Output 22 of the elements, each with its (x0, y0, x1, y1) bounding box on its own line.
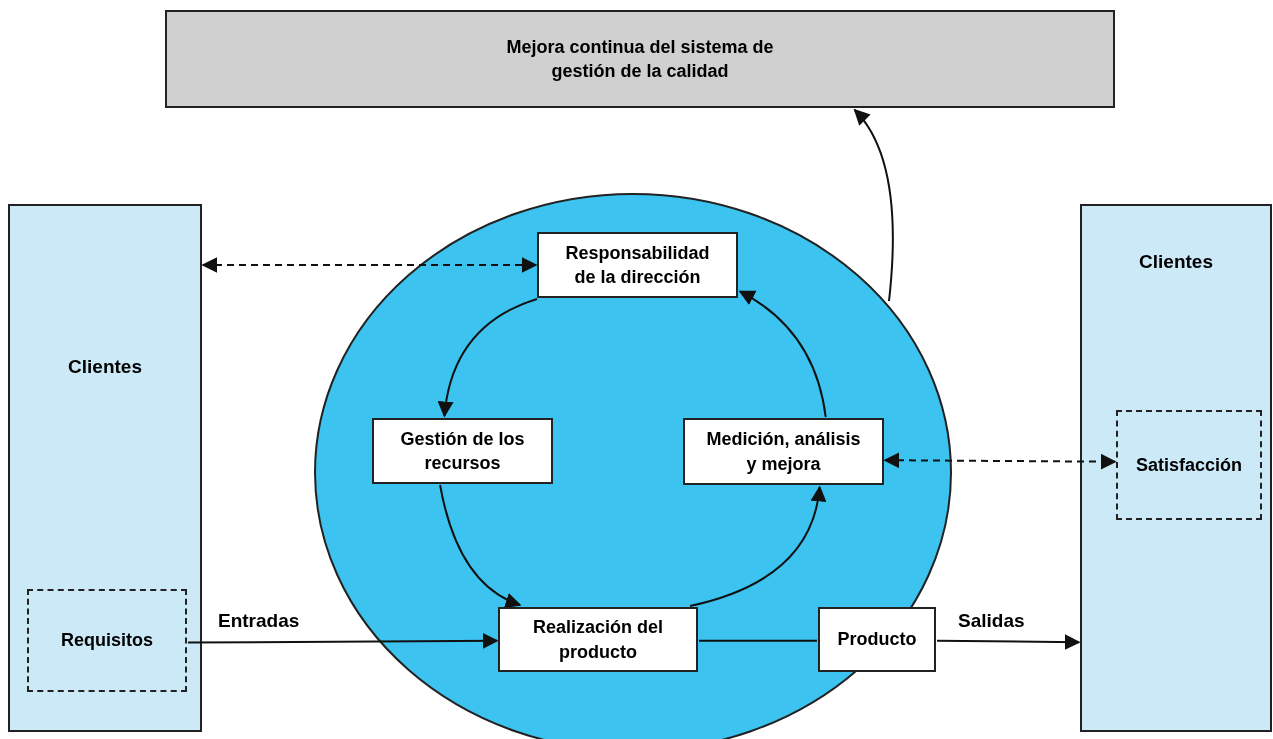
edge-label: Salidas (958, 610, 1025, 632)
panel-title: Clientes (1138, 251, 1214, 273)
arrow (738, 290, 827, 418)
arrow (438, 298, 538, 418)
dashed-box: Requisitos (27, 589, 187, 692)
arrow (689, 485, 826, 607)
side-panel (1080, 204, 1272, 732)
arrow (439, 484, 522, 608)
edge-label: Entradas (218, 610, 300, 632)
heading-banner: Mejora continua del sistema de gestión de la calidad (165, 10, 1115, 108)
process-box: Gestión de los recursos (372, 418, 553, 484)
process-box: Responsabilidad de la dirección (537, 232, 738, 298)
dashed-box: Satisfacción (1116, 410, 1262, 520)
arrow (883, 452, 1117, 470)
arrow (853, 108, 894, 302)
arrow (201, 257, 538, 273)
process-box: Medición, análisis y mejora (683, 418, 884, 485)
arrow (187, 632, 499, 649)
arrow (936, 634, 1081, 651)
process-box: Realización del producto (498, 607, 698, 672)
side-panel (8, 204, 202, 732)
panel-title: Clientes (67, 356, 143, 378)
